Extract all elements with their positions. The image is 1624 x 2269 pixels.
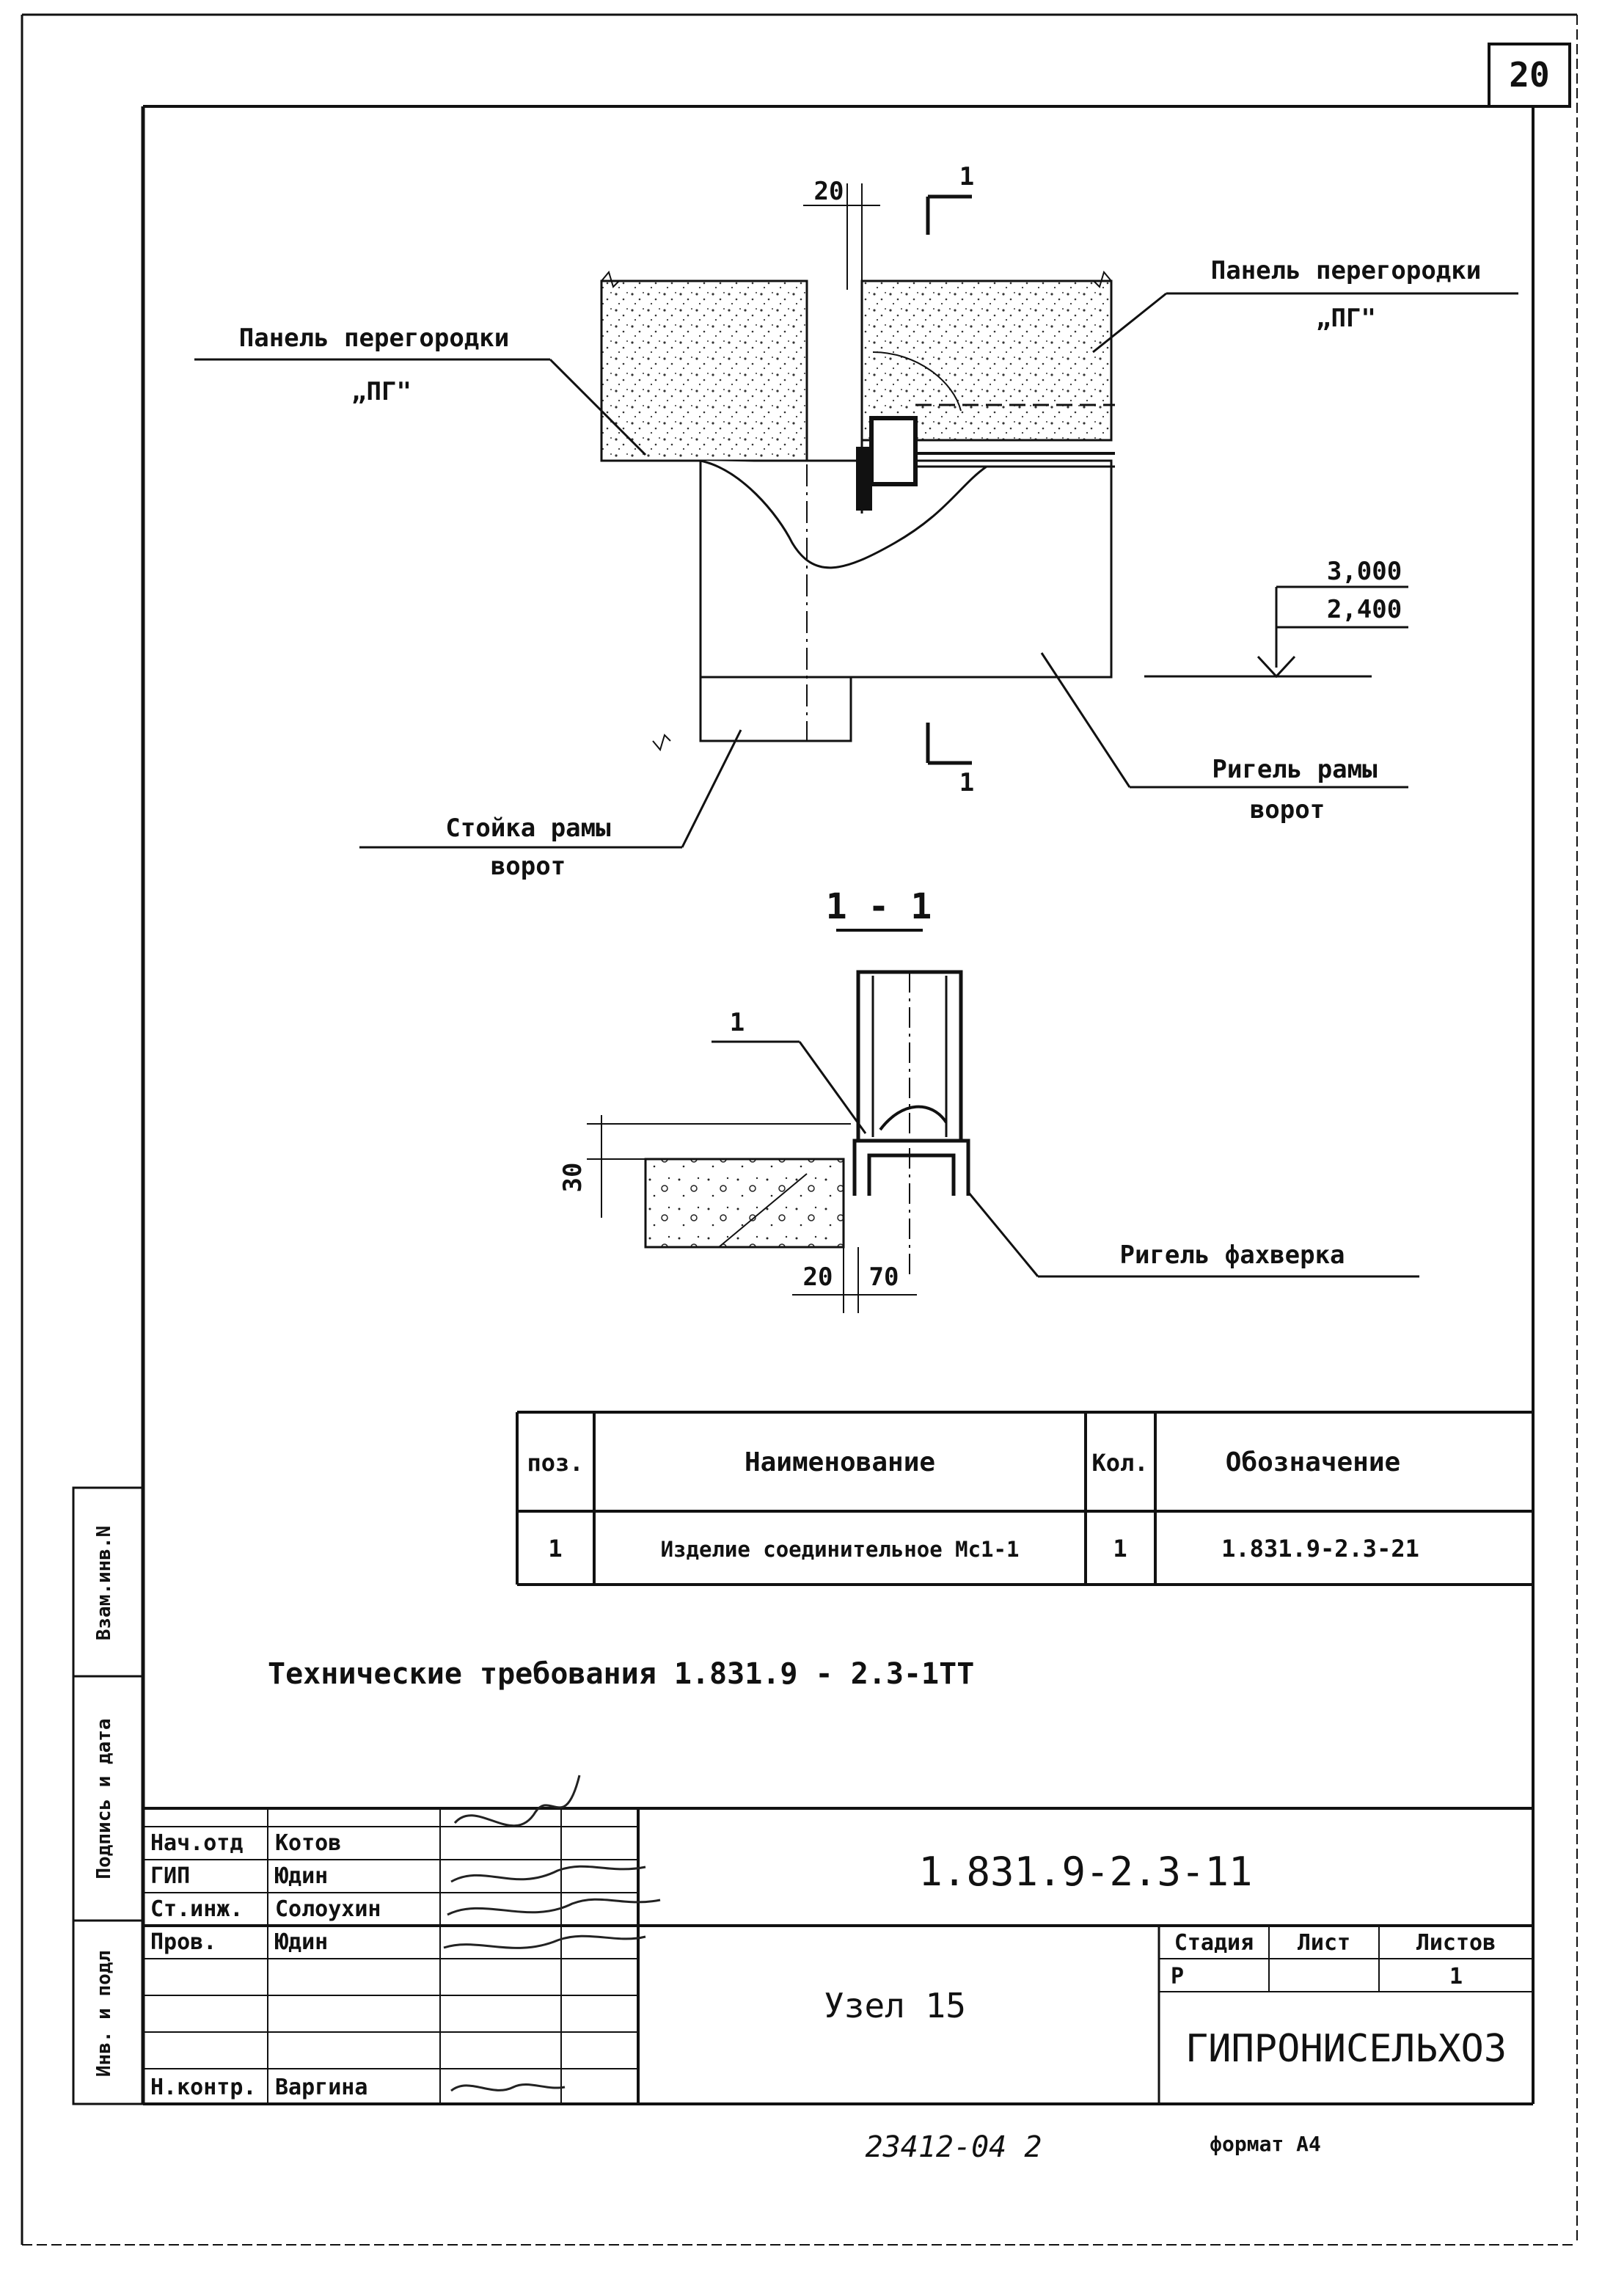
rail-label-line2: ворот: [1250, 795, 1325, 825]
sheets-value: 1: [1449, 1964, 1463, 1990]
dimension-b: 70: [869, 1263, 899, 1292]
elevation-bottom: 2,400: [1327, 595, 1402, 624]
name-checked: Юдин: [275, 1929, 328, 1955]
post-label-line1: Стойка рамы: [445, 814, 610, 843]
name-senior-engineer: Солоухин: [275, 1896, 381, 1922]
section-rail-leader: [967, 1191, 1419, 1278]
position-mark: 1: [730, 1008, 745, 1037]
side-stamp-signature-date: Подпись и дата: [93, 1718, 115, 1879]
role-checked: Пров.: [150, 1929, 216, 1955]
dimension-vertical: [587, 1115, 851, 1218]
section-mark-top: 1: [959, 162, 974, 191]
elevation-mark: [1144, 585, 1408, 679]
left-panel-mark: „ПГ": [351, 377, 412, 406]
format-label: формат А4: [1210, 2132, 1321, 2156]
role-dept-head: Нач.отд: [150, 1830, 243, 1856]
role-chief-engineer: ГИП: [150, 1863, 190, 1889]
concrete-slab: [644, 1158, 845, 1249]
name-chief-engineer: Юдин: [275, 1863, 328, 1889]
section-mark-bottom: 1: [959, 768, 974, 797]
sheet-number: 20: [1509, 55, 1549, 95]
sheet-header: Лист: [1298, 1930, 1350, 1956]
stage-value: Р: [1171, 1964, 1184, 1990]
dimension-bottom: [792, 1247, 917, 1313]
role-norm-control: Н.контр.: [150, 2075, 257, 2100]
spec-header-position: поз.: [527, 1449, 583, 1477]
left-panel-leader: [194, 358, 647, 456]
left-panel-label: Панель перегородки: [239, 324, 509, 353]
elevation-top: 3,000: [1327, 557, 1402, 586]
section-marker: [926, 194, 972, 765]
rail-label-line1: Ригель рамы: [1212, 755, 1377, 784]
organization: ГИПРОНИСЕЛЬХОЗ: [1185, 2027, 1507, 2071]
title-block: [143, 1807, 1533, 2104]
inventory-number: 23412-04 2: [866, 2130, 1042, 2164]
spec-cell-name: Изделие соединительное Мс1-1: [661, 1537, 1020, 1562]
section-rail-label: Ригель фахверка: [1119, 1241, 1345, 1270]
right-panel-label: Панель перегородки: [1211, 256, 1481, 285]
stage-header: Стадия: [1174, 1930, 1254, 1956]
name-dept-head: Котов: [275, 1830, 341, 1856]
spec-cell-position: 1: [548, 1535, 562, 1563]
signatures: [443, 1775, 661, 2092]
spec-cell-designation: 1.831.9-2.3-21: [1221, 1535, 1419, 1563]
dimension-a: 20: [803, 1263, 833, 1292]
side-stamp-replacement-inv: Взам.инв.N: [93, 1526, 115, 1641]
node-view: [600, 270, 1115, 752]
post-leader: [359, 729, 742, 849]
section-channel: [852, 1139, 970, 1196]
post-label-line2: ворот: [491, 852, 566, 881]
gate-frame-post: [699, 676, 852, 742]
spec-header-designation: Обозначение: [1226, 1447, 1400, 1477]
spec-table: [516, 1411, 1533, 1586]
right-panel-mark: „ПГ": [1316, 304, 1376, 333]
doc-code: 1.831.9-2.3-11: [918, 1849, 1252, 1895]
sheet-frame: [21, 13, 1578, 2246]
connector-element: [869, 416, 918, 486]
dimension-top: [803, 183, 880, 290]
side-stamp: [72, 1486, 145, 2105]
spec-header-qty: Кол.: [1091, 1449, 1148, 1477]
name-norm-control: Варгина: [275, 2075, 367, 2100]
role-senior-engineer: Ст.инж.: [150, 1896, 243, 1922]
dimension-top-value: 20: [814, 177, 844, 206]
sheet-title: Узел 15: [824, 1986, 966, 2025]
rail-leader: [1040, 652, 1408, 789]
spec-cell-qty: 1: [1113, 1535, 1127, 1563]
tech-requirements: Технические требования 1.831.9 - 2.3-1ТТ: [268, 1657, 974, 1691]
section-title: 1 - 1: [826, 886, 932, 927]
right-panel-leader: [1092, 292, 1518, 354]
dimension-vertical-value: 30: [558, 1163, 588, 1193]
side-stamp-original-inv: Инв. и подл: [93, 1951, 115, 2077]
position-leader: [712, 1040, 867, 1134]
cutaway-curve: [700, 459, 987, 569]
spec-header-name: Наименование: [745, 1447, 935, 1477]
sheets-header: Листов: [1416, 1930, 1496, 1956]
